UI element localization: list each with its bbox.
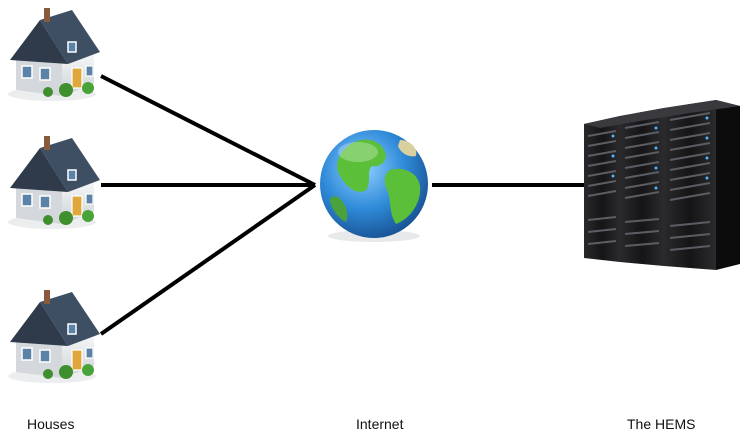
connector-house-1 xyxy=(100,74,316,187)
internet-label: Internet xyxy=(356,416,404,432)
house-icon xyxy=(7,7,101,102)
houses-label: Houses xyxy=(27,416,75,432)
hems-label: The HEMS xyxy=(627,416,696,432)
server-rack-icon xyxy=(584,100,740,270)
house-icon xyxy=(7,289,101,384)
globe-icon xyxy=(320,130,428,242)
house-icon xyxy=(7,135,101,230)
connector-house-3 xyxy=(99,183,317,336)
